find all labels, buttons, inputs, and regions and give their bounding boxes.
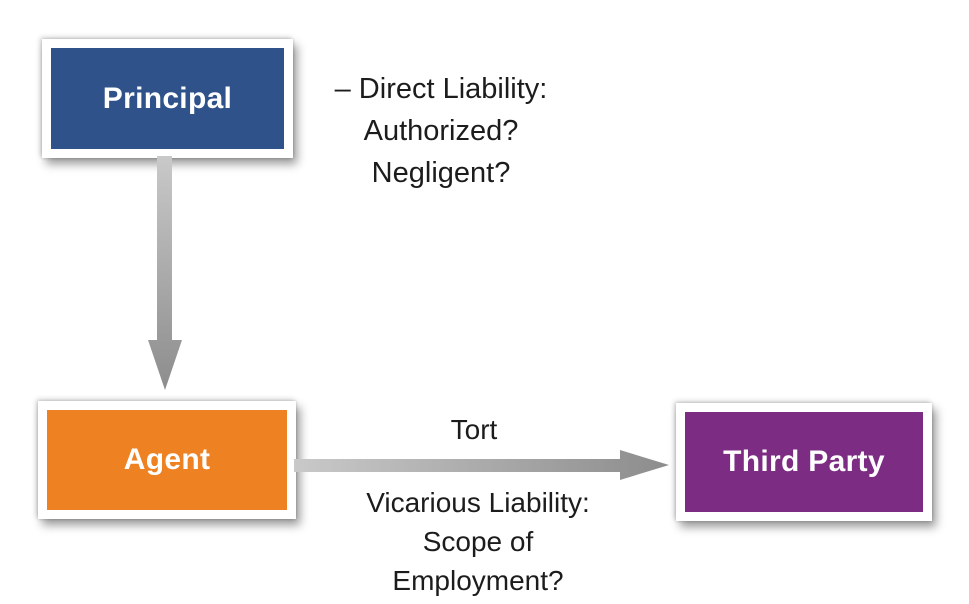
- principal-to-agent-arrow-icon: [148, 156, 182, 390]
- vicarious-liability-line1: Vicarious Liability:: [366, 487, 590, 518]
- direct-liability-note: – Direct Liability: Authorized? Negligen…: [296, 68, 586, 194]
- tort-edge-label: Tort: [450, 414, 498, 445]
- node-agent-label: Agent: [123, 443, 211, 476]
- vicarious-liability-line3: Employment?: [392, 565, 564, 596]
- node-third-party-fill: Third Party: [685, 412, 923, 512]
- node-principal-label: Principal: [102, 81, 233, 115]
- node-third-party: Third Party: [676, 403, 932, 521]
- node-third-party-label: Third Party: [723, 445, 885, 478]
- direct-liability-line3: Negligent?: [371, 157, 511, 189]
- direct-liability-line2: Authorized?: [363, 115, 519, 147]
- node-principal-fill: Principal: [51, 48, 284, 149]
- node-principal: Principal: [42, 39, 293, 158]
- node-agent: Agent: [38, 401, 296, 519]
- vicarious-liability-note: Vicarious Liability: Scope of Employment…: [328, 483, 628, 600]
- node-agent-fill: Agent: [47, 410, 287, 510]
- vicarious-liability-line2: Scope of: [422, 526, 534, 557]
- direct-liability-line1: – Direct Liability:: [334, 73, 548, 105]
- agent-to-third-party-arrow-icon: [294, 450, 669, 480]
